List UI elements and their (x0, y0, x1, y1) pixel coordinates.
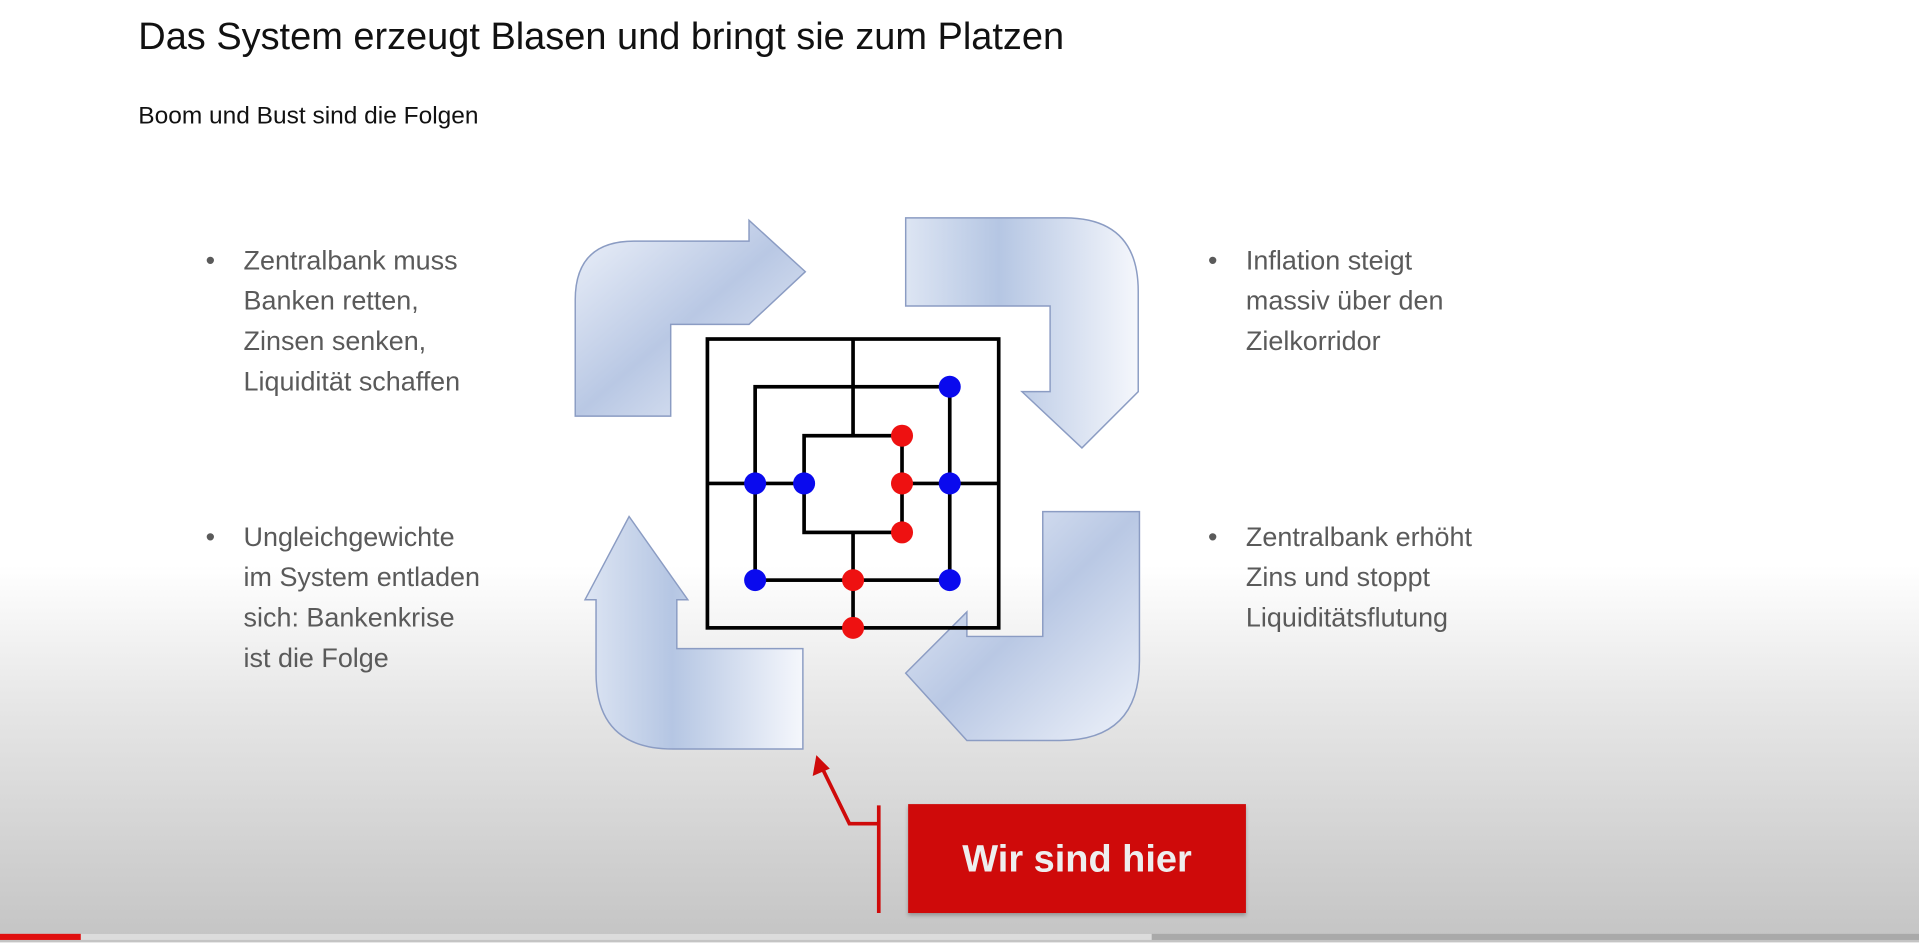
red-pointer-arrowhead (812, 755, 830, 776)
blue-piece (938, 569, 961, 592)
bullet-line: sich: Bankenkrise (243, 602, 455, 633)
bullet-top-left: • Zentralbank muss Banken retten, Zinsen… (206, 240, 461, 402)
bullet-line: Liquiditätsflutung (1245, 602, 1449, 633)
video-progress-bar[interactable] (0, 933, 1919, 940)
board-inner-square (802, 433, 904, 535)
bullet-line: massiv über den (1245, 285, 1444, 316)
slide-title: Das System erzeugt Blasen und bringt sie… (138, 14, 1065, 58)
red-piece (842, 569, 865, 592)
arrow-bottom-right (904, 510, 1141, 742)
bullet-line: Liquidität schaffen (243, 365, 461, 397)
bullet-line: Ungleichgewichte (243, 521, 455, 552)
arrow-top-right (904, 217, 1139, 449)
played-bar (0, 933, 81, 940)
slide-subtitle: Boom und Bust sind die Folgen (138, 102, 479, 130)
blue-piece (744, 569, 767, 592)
bullet-line: Banken retten, (243, 285, 419, 316)
blue-piece (793, 472, 816, 495)
red-piece (842, 616, 865, 639)
bullet-top-right: • Inflation steigt massiv über den Zielk… (1208, 240, 1444, 361)
bullet-dot: • (1207, 244, 1218, 276)
bullet-bottom-left: • Ungleichgewichte im System entladen si… (206, 516, 481, 678)
blue-piece (938, 375, 961, 398)
bullet-dot: • (1207, 521, 1218, 552)
bullet-line: Zielkorridor (1245, 325, 1381, 357)
arrow-bottom-left (583, 515, 804, 750)
red-piece (890, 472, 914, 495)
bullet-dot: • (205, 244, 216, 276)
bullet-line: Inflation steigt (1245, 244, 1413, 276)
red-piece (890, 521, 914, 544)
bullet-line: im System entladen (243, 561, 481, 593)
bullet-bottom-right: • Zentralbank erhöht Zins und stoppt Liq… (1208, 516, 1472, 637)
bullet-line: Zins und stoppt (1245, 561, 1431, 593)
bullet-line: Zinsen senken, (243, 325, 427, 357)
blue-piece (744, 472, 767, 495)
blue-piece (938, 472, 961, 495)
buffered-bar (0, 933, 1152, 940)
bullet-line: ist die Folge (243, 642, 389, 674)
arrow-top-left (574, 218, 807, 417)
bullet-dot: • (205, 521, 216, 552)
wir-sind-hier-marker: Wir sind hier (908, 804, 1246, 914)
red-piece (890, 424, 914, 447)
red-pointer-arrow (819, 765, 881, 914)
marker-label: Wir sind hier (962, 836, 1192, 880)
bullet-line: Zentralbank erhöht (1245, 521, 1472, 552)
bullet-line: Zentralbank muss (243, 244, 458, 276)
